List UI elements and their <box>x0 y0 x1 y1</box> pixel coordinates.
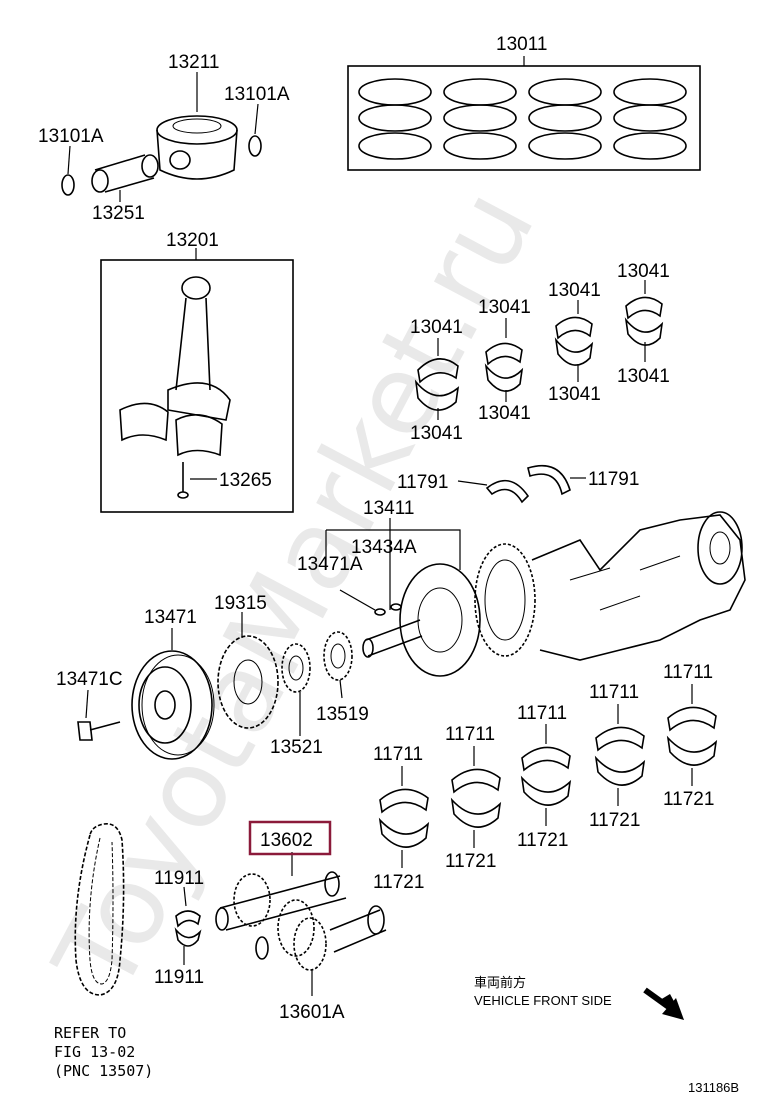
label-11721-c: 11721 <box>517 830 568 851</box>
label-13521: 13521 <box>270 737 323 758</box>
label-13041-a: 13041 <box>410 317 463 338</box>
label-11721-e: 11721 <box>663 789 714 810</box>
balance-shaft-bearing <box>174 910 202 947</box>
crankshaft <box>362 511 746 677</box>
label-11911-top: 11911 <box>154 868 204 889</box>
main-bearings <box>378 706 718 848</box>
label-13201: 13201 <box>166 230 219 251</box>
label-13101a-left: 13101A <box>38 126 104 147</box>
label-13211: 13211 <box>168 52 219 73</box>
direction-jp: 車両前方 <box>474 975 526 990</box>
note-line-3: (PNC 13507) <box>54 1062 153 1080</box>
label-13602: 13602 <box>260 830 313 851</box>
label-13041-d: 13041 <box>478 403 531 424</box>
label-13265: 13265 <box>219 470 272 491</box>
label-11711-e: 11711 <box>663 662 713 683</box>
label-11791-right: 11791 <box>588 469 639 490</box>
label-13251: 13251 <box>92 203 145 224</box>
snap-ring-right <box>248 103 262 157</box>
key-13471a <box>390 603 402 611</box>
note-line-1: REFER TO <box>54 1024 126 1042</box>
label-11711-a: 11711 <box>373 744 423 765</box>
label-13041-f: 13041 <box>548 384 601 405</box>
label-11721-d: 11721 <box>589 810 640 831</box>
conrod-bearing-leaders <box>437 280 646 420</box>
thrust-washers <box>485 464 571 504</box>
front-arrow-icon <box>643 987 684 1020</box>
label-13471a: 13471A <box>297 554 363 575</box>
crank-gear <box>323 631 353 699</box>
piston-ring-set <box>347 56 701 171</box>
connecting-rod-assembly <box>100 248 294 513</box>
figure-code: 131186B <box>688 1080 739 1095</box>
label-13519: 13519 <box>316 704 369 725</box>
label-13011: 13011 <box>496 34 547 55</box>
balance-shaft-assembly <box>215 852 387 996</box>
crankshaft-pulley <box>131 628 215 760</box>
label-11721-a: 11721 <box>373 872 424 893</box>
label-13434a: 13434A <box>351 537 417 558</box>
label-11911-bottom: 11911 <box>154 967 204 988</box>
piston-pin <box>91 154 159 202</box>
snap-ring-left <box>61 145 75 196</box>
crank-sprocket <box>281 643 311 736</box>
label-13471c: 13471C <box>56 669 123 690</box>
conrod-bearings <box>414 296 664 411</box>
piston <box>156 72 238 180</box>
label-11711-c: 11711 <box>517 703 567 724</box>
label-13601a: 13601A <box>279 1002 345 1023</box>
note-line-2: FIG 13-02 <box>54 1043 135 1061</box>
label-13041-c: 13041 <box>478 297 531 318</box>
highlight-box-13602 <box>248 820 332 856</box>
label-11791-left: 11791 <box>397 472 448 493</box>
label-11711-d: 11711 <box>589 682 639 703</box>
label-13041-g: 13041 <box>617 261 670 282</box>
label-13041-h: 13041 <box>617 366 670 387</box>
timing-rotor <box>217 612 279 729</box>
label-13101a-right: 13101A <box>224 84 290 105</box>
label-13041-e: 13041 <box>548 280 601 301</box>
label-13041-b: 13041 <box>410 423 463 444</box>
pulley-bolt <box>77 689 121 741</box>
watermark-text: ToyotaMarket.ru <box>29 169 559 1013</box>
label-11721-b: 11721 <box>445 851 496 872</box>
label-13471: 13471 <box>144 607 197 628</box>
main-bearing-leaders <box>401 684 693 868</box>
label-19315: 19315 <box>214 593 267 614</box>
label-13411: 13411 <box>363 498 414 519</box>
label-11711-b: 11711 <box>445 724 495 745</box>
key-13434a <box>374 608 386 616</box>
timing-chain <box>74 823 125 996</box>
direction-en: VEHICLE FRONT SIDE <box>474 993 612 1008</box>
